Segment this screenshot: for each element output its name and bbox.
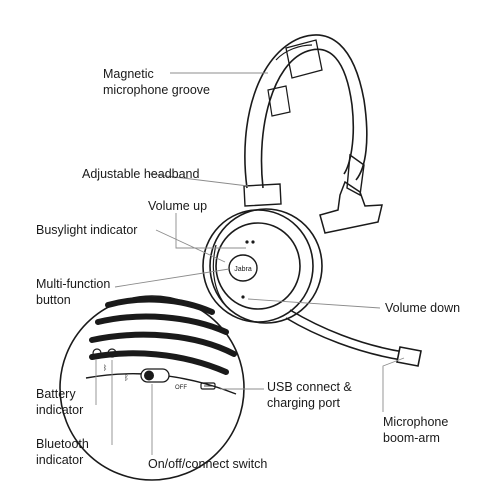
usb-port bbox=[200, 382, 216, 390]
label-magnetic-microphone-groove: Magnetic microphone groove bbox=[103, 67, 211, 97]
leader-volume-up bbox=[175, 213, 246, 249]
label-volume-up: Volume up bbox=[148, 199, 208, 213]
leader-multi-function bbox=[114, 268, 230, 288]
svg-text:Jabra: Jabra bbox=[234, 266, 252, 273]
bluetooth-led bbox=[107, 348, 117, 358]
label-adjustable-headband: Adjustable headband bbox=[82, 167, 200, 181]
headband-slider bbox=[243, 153, 365, 207]
svg-text:ᛒ: ᛒ bbox=[103, 364, 107, 372]
microphone-groove bbox=[285, 39, 323, 79]
jabra-logo: Jabra bbox=[228, 254, 258, 282]
label-on-off-connect-switch: On/off/connect switch bbox=[148, 457, 268, 471]
microphone-boom-arm bbox=[285, 309, 422, 367]
label-microphone-boom-arm: Microphone boom-arm bbox=[383, 415, 449, 445]
headband bbox=[244, 34, 368, 189]
label-bluetooth-indicator: Bluetooth indicator bbox=[36, 437, 89, 467]
label-multi-function-button: Multi-function button bbox=[36, 277, 111, 307]
leader-headband bbox=[149, 173, 249, 187]
label-volume-down: Volume down bbox=[385, 301, 461, 315]
on-off-switch: OFF ᛒ bbox=[124, 368, 187, 391]
battery-led bbox=[92, 348, 102, 358]
leader-busylight bbox=[155, 229, 226, 263]
leader-volume-down bbox=[247, 298, 381, 309]
label-usb-charging-port: USB connect & charging port bbox=[267, 380, 352, 410]
ear-cup bbox=[202, 208, 323, 324]
label-busylight-indicator: Busylight indicator bbox=[36, 223, 138, 237]
label-battery-indicator: Battery indicator bbox=[36, 387, 84, 417]
ear-cup-buttons bbox=[241, 240, 255, 299]
svg-text:ᛒ: ᛒ bbox=[124, 373, 129, 382]
svg-text:OFF: OFF bbox=[175, 385, 187, 391]
headband-pad bbox=[319, 180, 383, 234]
leader-boom bbox=[382, 357, 405, 412]
leader-lines bbox=[95, 72, 405, 455]
